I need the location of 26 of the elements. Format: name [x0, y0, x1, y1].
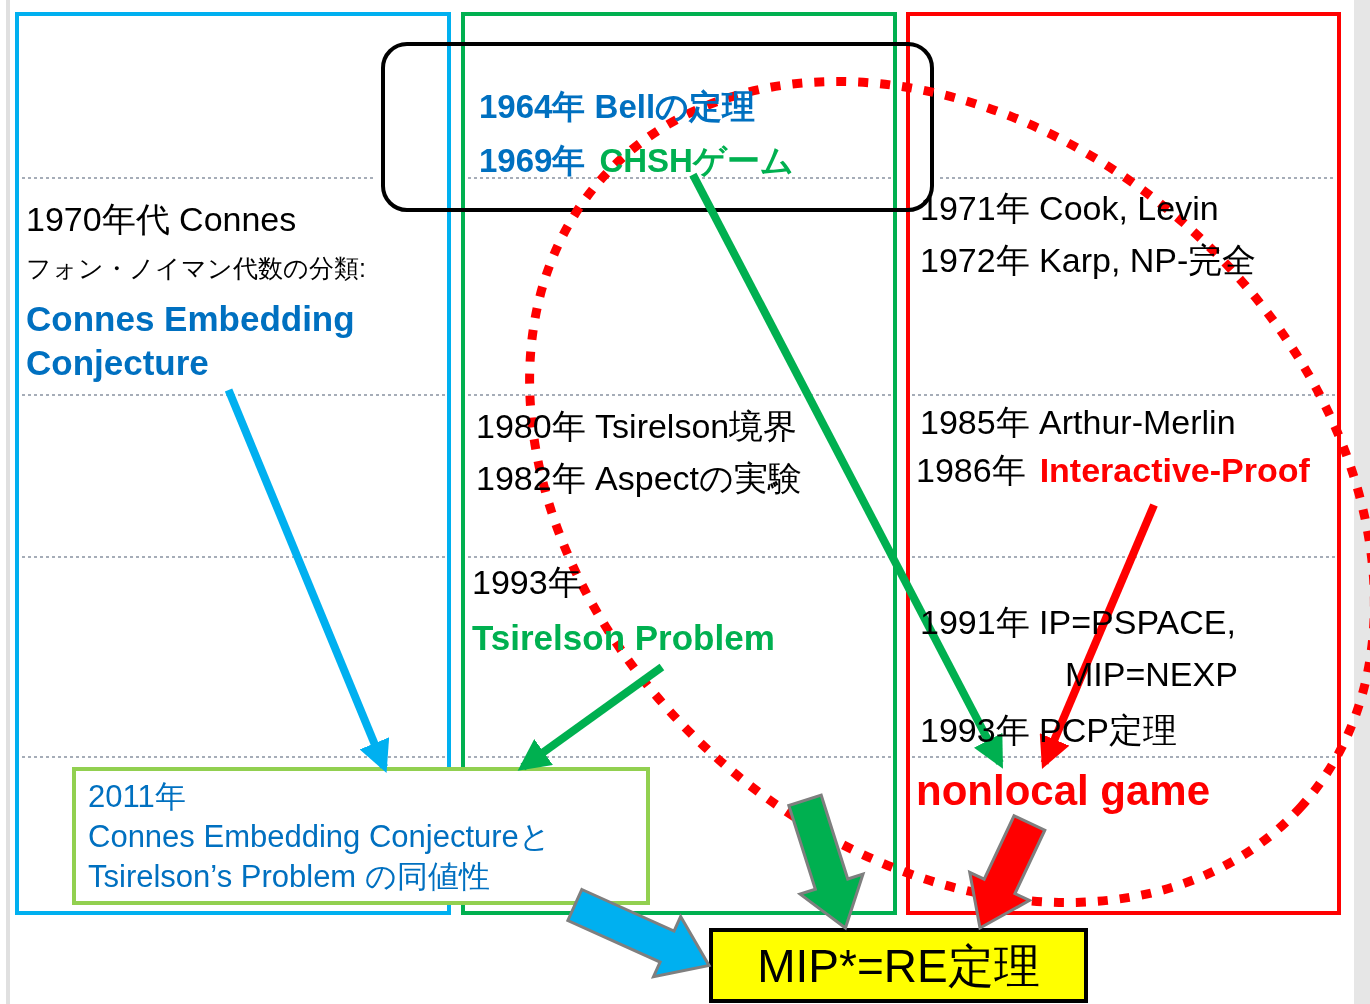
event-text: 1970年代 Connes — [26, 199, 298, 240]
year-text: 1993年 — [472, 562, 583, 603]
block-arrow — [967, 813, 1047, 931]
arrow — [224, 388, 390, 773]
arrow — [689, 172, 1004, 769]
block-arrow — [565, 887, 712, 979]
year-text: 1986年 — [916, 451, 1026, 489]
subtitle-text: フォン・ノイマン代数の分類: — [26, 253, 367, 284]
year-text: 1969年 — [479, 142, 586, 179]
arrow — [517, 663, 665, 771]
timeline-text: 1982年 Aspectの実験 — [476, 458, 804, 499]
result-box — [72, 767, 650, 905]
game-title: nonlocal game — [916, 766, 1212, 816]
timeline-text: 1985年 Arthur-Merlin — [920, 402, 1237, 443]
theorem-title: MIP*=RE定理 — [757, 938, 1040, 994]
conjecture-title: Connes Embedding Conjecture — [26, 298, 356, 384]
timeline-text: 1972年 Karp, NP-完全 — [920, 240, 1258, 281]
block-arrow — [786, 793, 866, 931]
problem-title: Tsirelson Problem — [472, 617, 776, 659]
theorem-box — [709, 928, 1088, 1003]
result-text: Connes Embedding Conjectureと Tsirelson’s Problem の同値性 — [88, 818, 552, 896]
event-text: CHSHゲーム — [599, 142, 794, 179]
column-box — [906, 12, 1341, 915]
event-text: Interactive-Proof — [1039, 451, 1310, 489]
year-text: 2011年 — [88, 778, 187, 816]
timeline-text: 1980年 Tsirelson境界 — [476, 406, 799, 447]
